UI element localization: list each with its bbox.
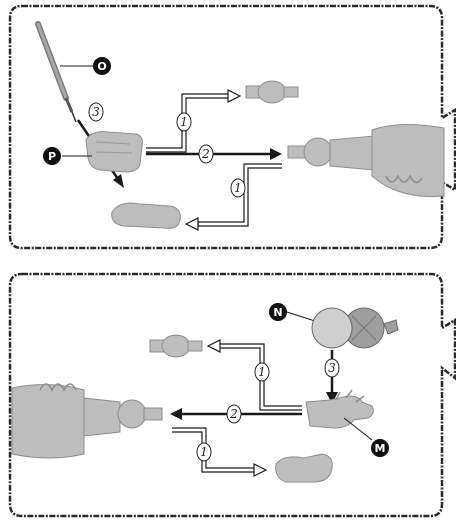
callout-m-leader xyxy=(343,417,373,441)
step-1-upper-marker-bottom xyxy=(254,362,270,382)
step-3-marker-bottom xyxy=(324,358,340,378)
upper-path-bottom-arrowhead xyxy=(206,339,221,353)
top-panel-drawing: O 3 P 1 2 1 xyxy=(8,4,456,250)
step-2-marker-bottom xyxy=(226,404,242,424)
step-1-upper-label: 1 xyxy=(180,115,188,129)
hand-part-top xyxy=(85,131,143,173)
step-1-upper-label-bottom: 1 xyxy=(258,365,266,379)
upper-path-arrowhead xyxy=(227,89,242,103)
callout-m-label: M xyxy=(375,442,386,455)
bottom-panel-frame xyxy=(8,272,456,518)
flat-hand-part-top xyxy=(111,202,181,229)
bottom-panel-drawing: N 3 M 1 2 1 xyxy=(8,272,456,518)
step-3-label: 3 xyxy=(92,105,100,119)
paint-arrow-head xyxy=(113,174,124,188)
callout-o-marker xyxy=(93,57,111,75)
callout-n-marker xyxy=(269,303,287,321)
step-1-lower-label: 1 xyxy=(234,181,242,195)
step-2-label-top: 2 xyxy=(201,147,210,161)
callout-p-marker xyxy=(43,147,61,165)
hand-part-bottom xyxy=(305,389,374,429)
paint-brush xyxy=(35,21,77,123)
step-2-marker-top xyxy=(198,144,214,164)
step-1-lower-label-bottom: 1 xyxy=(200,445,208,459)
attach-arrow-bottom-head xyxy=(170,408,182,420)
connector-part-top xyxy=(245,80,299,104)
lower-path-arrowhead xyxy=(184,217,199,231)
top-panel-frame xyxy=(8,4,456,250)
attach-arrow-top-head xyxy=(270,148,282,160)
callout-p-label: P xyxy=(48,150,56,163)
step-1-lower-marker-bottom xyxy=(196,442,212,462)
sticker-part xyxy=(311,307,399,349)
step-3-label-bottom: 3 xyxy=(328,361,336,375)
callout-o-label: O xyxy=(97,60,106,73)
callout-n-label: N xyxy=(273,306,282,319)
arm-part-top xyxy=(287,123,445,198)
step-1-lower-marker xyxy=(230,178,246,198)
connector-part-bottom xyxy=(149,334,203,358)
lower-path-bottom xyxy=(172,427,256,473)
top-panel: O 3 P 1 2 1 xyxy=(0,0,456,258)
step-3-marker xyxy=(88,102,104,122)
step-1-upper-marker xyxy=(176,112,192,132)
step-2-label-bottom: 2 xyxy=(229,407,238,421)
callout-n-leader xyxy=(286,311,319,323)
callout-m-marker xyxy=(371,439,389,457)
flat-hand-part-bottom xyxy=(275,453,333,483)
apply-arrow-head xyxy=(326,392,338,404)
arm-part-bottom xyxy=(11,383,163,459)
lower-path-bottom-arrowhead xyxy=(253,463,268,477)
bottom-panel: N 3 M 1 2 1 xyxy=(0,268,456,526)
